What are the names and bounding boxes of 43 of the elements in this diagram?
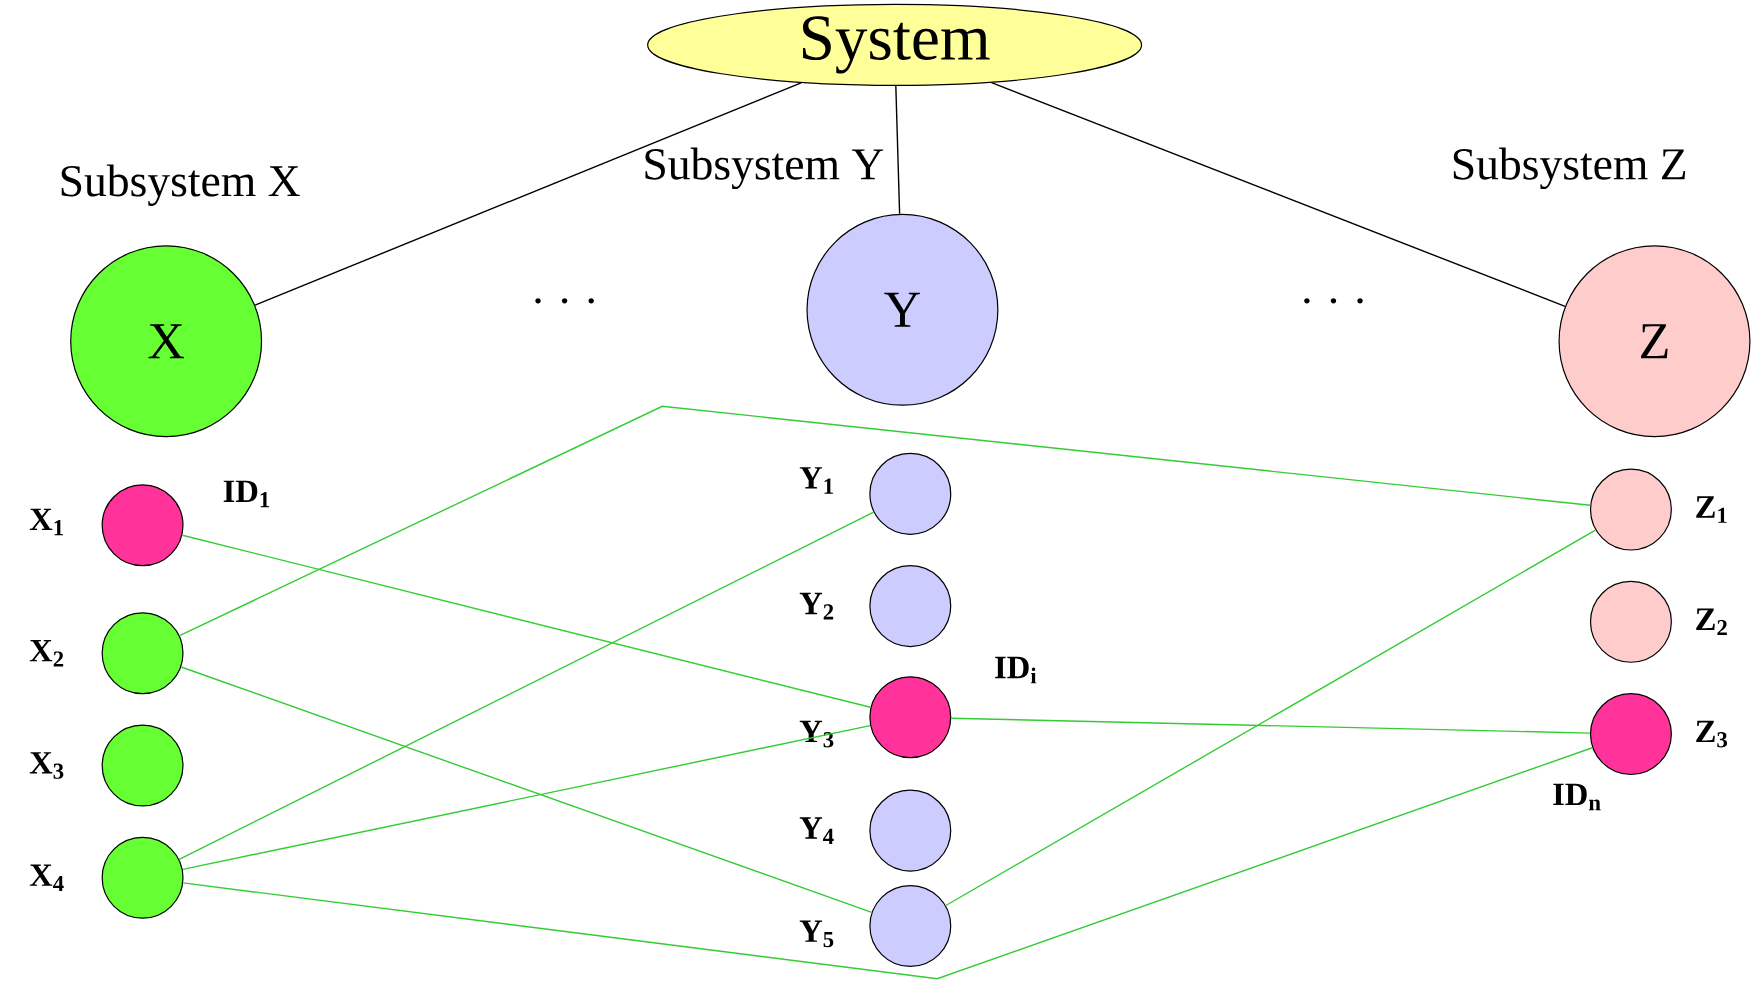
ellipsis-text: . . .: [535, 298, 594, 304]
connector-line: [178, 405, 1591, 637]
node-label: Subsystem Y: [645, 147, 884, 190]
node-label: ID$_{1}$: [223, 480, 270, 508]
node-label: Y$_{5}$: [799, 920, 834, 948]
node-label: Z$_{2}$: [1696, 608, 1727, 636]
connector-line: [990, 82, 1566, 308]
connector-line: [254, 82, 802, 306]
connector-line: [181, 534, 872, 708]
node-label: Y$_{3}$: [799, 720, 834, 748]
node-label: X$_{4}$: [29, 864, 64, 891]
node-label: Subsystem Z: [1453, 147, 1686, 190]
node-label: Z$_{3}$: [1696, 720, 1728, 748]
node-label: Y$_{1}$: [799, 467, 833, 494]
ellipsis-text: . . .: [1304, 298, 1363, 304]
connector-line: [178, 511, 875, 861]
connector-line: [895, 85, 901, 215]
element-circle: [869, 565, 952, 648]
connector-line: [180, 666, 873, 913]
node-label: ID$_{n}$: [1553, 783, 1601, 811]
node-label: X$_{3}$: [29, 752, 64, 779]
connector-line: [182, 747, 1593, 980]
element-circle: [101, 836, 184, 919]
node-label: X$_{2}$: [29, 640, 64, 667]
node-label: ID$_{i}$: [995, 656, 1037, 684]
element-circle: [101, 724, 184, 807]
element-circle: [101, 612, 184, 695]
element-circle: [101, 484, 184, 567]
element-circle: [1589, 693, 1672, 776]
node-label: Subsystem X: [61, 164, 300, 206]
element-circle: [1589, 580, 1672, 663]
connector-line: [950, 717, 1591, 734]
connector-line: [182, 724, 871, 871]
element-circle: [869, 452, 952, 535]
node-label: Y$_{2}$: [799, 592, 834, 620]
element-circle: [1589, 468, 1672, 551]
element-circle: [869, 676, 952, 759]
node-label: Z$_{1}$: [1696, 496, 1727, 523]
connector-line: [945, 529, 1597, 907]
element-circle: [869, 885, 952, 968]
node-label: X$_{1}$: [29, 508, 63, 536]
element-circle: [869, 789, 952, 872]
node-label: Y$_{4}$: [799, 817, 834, 844]
